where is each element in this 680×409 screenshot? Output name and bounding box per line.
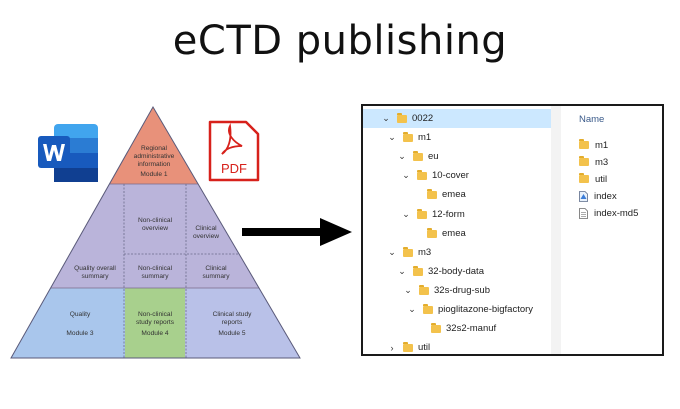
tree-item-util[interactable]: › util bbox=[363, 338, 551, 354]
pane-divider[interactable] bbox=[551, 106, 561, 354]
name-column-header[interactable]: Name bbox=[579, 114, 605, 125]
tree-item-emea[interactable]: emea bbox=[363, 224, 551, 243]
list-item-label: index bbox=[594, 190, 617, 202]
list-item-label: index-md5 bbox=[594, 207, 639, 219]
tree-item-m1[interactable]: ⌄ m1 bbox=[363, 128, 551, 147]
chevron-down-icon[interactable]: ⌄ bbox=[402, 170, 410, 180]
text-file-icon bbox=[579, 207, 588, 219]
folder-icon bbox=[403, 246, 413, 257]
chevron-down-icon[interactable]: ⌄ bbox=[398, 151, 406, 161]
tree-item-32s-drug-sub[interactable]: ⌄ 32s-drug-sub bbox=[363, 281, 551, 300]
tree-item-label: m3 bbox=[418, 247, 432, 258]
list-item-index-md5[interactable]: index-md5 bbox=[579, 205, 638, 221]
folder-icon bbox=[579, 139, 589, 149]
list-item-label: m3 bbox=[595, 156, 609, 168]
folder-icon bbox=[431, 322, 441, 333]
chevron-right-icon[interactable]: › bbox=[390, 342, 394, 353]
chevron-down-icon[interactable]: ⌄ bbox=[388, 247, 396, 257]
folder-icon bbox=[403, 131, 413, 142]
tree-item-m3[interactable]: ⌄ m3 bbox=[363, 243, 551, 262]
list-item-label: m1 bbox=[595, 139, 609, 151]
tree-item-label: emea bbox=[442, 228, 466, 239]
list-item-index[interactable]: index bbox=[579, 188, 617, 204]
chevron-down-icon[interactable]: ⌄ bbox=[404, 285, 412, 295]
chevron-down-icon[interactable]: ⌄ bbox=[388, 132, 396, 142]
tree-item-32s2-manuf[interactable]: 32s2-manuf bbox=[363, 319, 551, 338]
tree-item-label: pioglitazone-bigfactory bbox=[438, 304, 534, 315]
tree-item-label: 32-body-data bbox=[428, 266, 484, 277]
pdf-icon: PDF bbox=[208, 120, 260, 182]
folder-icon bbox=[423, 303, 433, 314]
list-item-label: util bbox=[595, 173, 608, 185]
tree-item-label: eu bbox=[428, 151, 439, 162]
list-item-m3[interactable]: m3 bbox=[579, 154, 608, 170]
tree-item-0022[interactable]: ⌄ 0022 bbox=[363, 109, 551, 128]
file-list: Name m1 m3 util index bbox=[561, 106, 662, 354]
chevron-down-icon[interactable]: ⌄ bbox=[402, 209, 410, 219]
tree-item-12-form[interactable]: ⌄ 12-form bbox=[363, 205, 551, 224]
tree-item-32-body-data[interactable]: ⌄ 32-body-data bbox=[363, 262, 551, 281]
tree-item-label: emea bbox=[442, 189, 466, 200]
tree-item-label: 12-form bbox=[432, 209, 465, 220]
folder-icon bbox=[579, 173, 589, 183]
module4-region bbox=[125, 288, 185, 358]
module3-region bbox=[11, 288, 125, 358]
folder-icon bbox=[579, 156, 589, 166]
folder-icon bbox=[417, 169, 427, 180]
pdf-label: PDF bbox=[221, 161, 247, 176]
xml-file-icon bbox=[579, 190, 588, 202]
folder-icon bbox=[427, 227, 437, 238]
tree-item-label: 0022 bbox=[412, 113, 434, 124]
folder-icon bbox=[397, 112, 407, 123]
tree-item-label: util bbox=[418, 342, 431, 353]
folder-icon bbox=[403, 341, 413, 352]
folder-icon bbox=[413, 150, 423, 161]
right-arrow-icon bbox=[242, 218, 352, 246]
folder-icon bbox=[427, 188, 437, 199]
list-item-util[interactable]: util bbox=[579, 171, 607, 187]
list-item-m1[interactable]: m1 bbox=[579, 137, 608, 153]
folder-icon bbox=[413, 265, 423, 276]
page-title: eCTD publishing bbox=[172, 18, 508, 64]
tree-item-eu[interactable]: ⌄ eu bbox=[363, 147, 551, 166]
module5-region bbox=[185, 288, 300, 358]
chevron-down-icon[interactable]: ⌄ bbox=[398, 266, 406, 276]
tree-item-label: m1 bbox=[418, 132, 432, 143]
tree-item-pioglitazone-bigfactory[interactable]: ⌄ pioglitazone-bigfactory bbox=[363, 300, 551, 319]
tree-item-emea[interactable]: emea bbox=[363, 185, 551, 204]
chevron-down-icon[interactable]: ⌄ bbox=[408, 304, 416, 314]
word-icon bbox=[38, 124, 98, 182]
tree-item-label: 32s-drug-sub bbox=[434, 285, 490, 296]
chevron-down-icon[interactable]: ⌄ bbox=[382, 113, 390, 123]
tree-item-label: 32s2-manuf bbox=[446, 323, 497, 334]
folder-icon bbox=[417, 208, 427, 219]
file-explorer-window: ⌄ 0022 ⌄ m1 ⌄ eu ⌄ 10-cover emea bbox=[361, 104, 664, 356]
tree-item-10-cover[interactable]: ⌄ 10-cover bbox=[363, 166, 551, 185]
folder-tree[interactable]: ⌄ 0022 ⌄ m1 ⌄ eu ⌄ 10-cover emea bbox=[363, 106, 551, 354]
folder-icon bbox=[419, 284, 429, 295]
tree-item-label: 10-cover bbox=[432, 170, 469, 181]
